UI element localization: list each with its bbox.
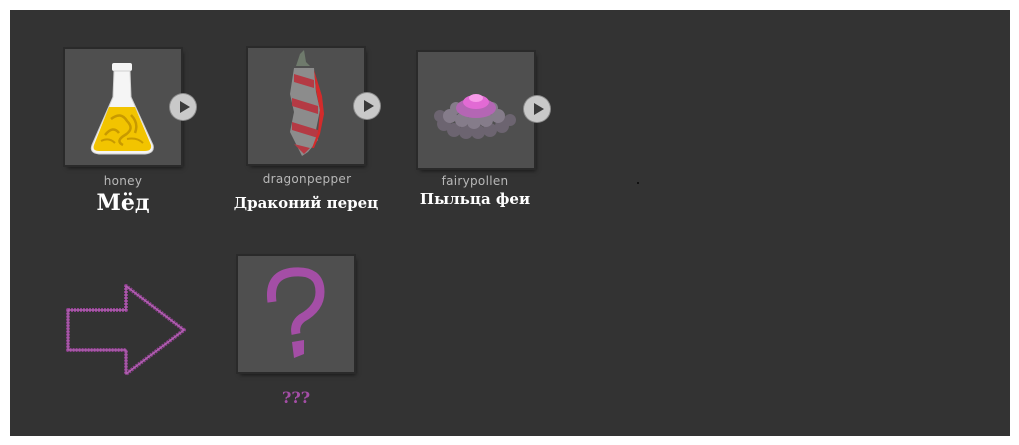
- honey-flask-icon: [90, 63, 154, 155]
- ingredient-id-fairypollen: fairypollen: [441, 174, 509, 188]
- ingredient-slot-dragonpepper[interactable]: [248, 48, 364, 164]
- play-button-honey[interactable]: [170, 94, 196, 120]
- ingredient-slot-honey[interactable]: [65, 49, 181, 165]
- right-arrow-icon: [66, 284, 186, 376]
- result-name: ???: [281, 388, 311, 407]
- ingredient-id-honey: honey: [103, 174, 143, 188]
- ingredient-name-dragonpepper: Драконий перец: [233, 194, 379, 212]
- question-mark-icon: [266, 267, 325, 358]
- fairy-pollen-icon: [434, 94, 516, 139]
- dragon-pepper-icon: [290, 50, 324, 156]
- result-slot[interactable]: [238, 256, 354, 372]
- ingredient-name-honey: Мёд: [96, 190, 150, 216]
- ingredient-name-fairypollen: Пыльца феи: [419, 190, 531, 208]
- recipe-panel: honey Мёд dragonpepper Драконий перец: [3, 3, 1017, 443]
- play-button-dragonpepper[interactable]: [354, 93, 380, 119]
- ingredient-id-dragonpepper: dragonpepper: [262, 172, 352, 186]
- ingredient-slot-fairypollen[interactable]: [418, 52, 534, 168]
- play-button-fairypollen[interactable]: [524, 96, 550, 122]
- stray-dot: [637, 182, 639, 184]
